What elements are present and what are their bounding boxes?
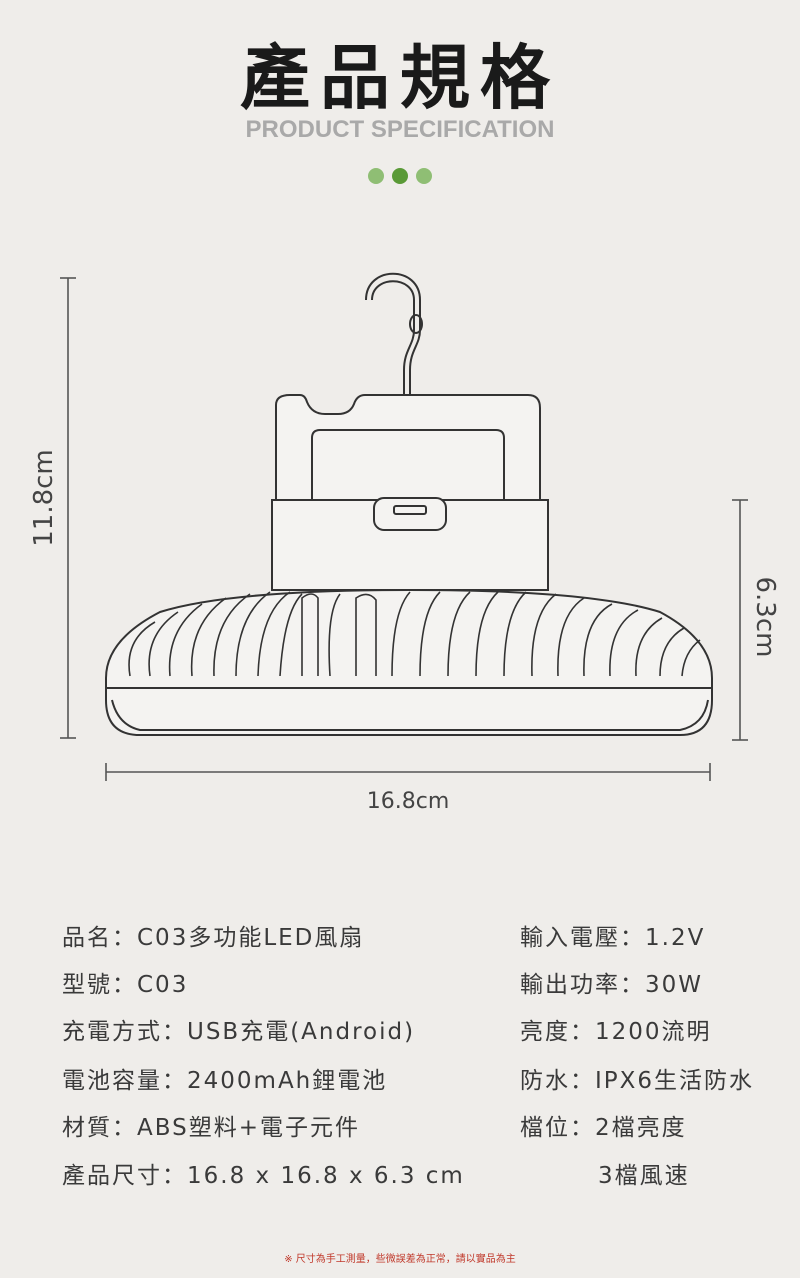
depth-label: 6.3cm	[750, 577, 780, 658]
product-line-drawing: 11.8cm 6.3cm 16.8cm	[29, 272, 780, 814]
spec-item: 產品尺寸：16.8 x 16.8 x 6.3 cm	[62, 1163, 465, 1189]
spec-item: 輸入電壓：1.2V	[520, 925, 706, 951]
spec-item: 品名：C03多功能LED風扇	[62, 925, 365, 951]
fan-body	[105, 272, 713, 736]
spec-item: 亮度：1200流明	[520, 1019, 712, 1045]
spec-item: 輸出功率：30W	[520, 972, 704, 998]
fan-fins	[128, 591, 701, 677]
spec-item: 型號：C03	[62, 972, 189, 998]
footnote: ※ 尺寸為手工測量，些微誤差為正常，請以實品為主	[284, 1254, 516, 1265]
spec-item: 檔位：2檔亮度	[520, 1115, 687, 1141]
spec-item: 防水：IPX6生活防水	[520, 1068, 755, 1094]
width-label: 16.8cm	[367, 789, 450, 814]
spec-item: 材質：ABS塑料+電子元件	[62, 1115, 360, 1141]
decorative-dots	[0, 168, 800, 184]
height-label: 11.8cm	[29, 449, 59, 547]
dot-2	[392, 168, 408, 184]
dot-3	[416, 168, 432, 184]
page-subtitle: PRODUCT SPECIFICATION	[245, 116, 555, 143]
spec-item: 電池容量：2400mAh鋰電池	[62, 1068, 388, 1094]
spec-item: 3檔風速	[598, 1163, 690, 1189]
dot-1	[368, 168, 384, 184]
spec-item: 充電方式：USB充電(Android)	[62, 1019, 416, 1045]
page-title: 產品規格	[240, 37, 560, 119]
